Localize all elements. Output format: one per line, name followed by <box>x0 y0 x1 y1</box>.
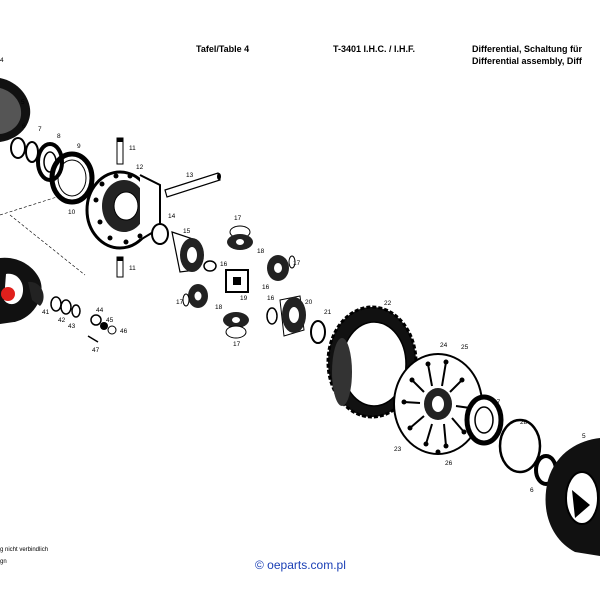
spider-gear-left <box>188 284 208 308</box>
cross-shaft-13 <box>164 172 221 198</box>
callout-46: 46 <box>120 328 128 335</box>
ring-gear-22 <box>326 305 418 419</box>
callout-21: 21 <box>324 309 332 316</box>
callout-16b: 16 <box>262 284 270 291</box>
footer-note-2: gn <box>0 559 7 565</box>
side-gear-20 <box>279 295 306 337</box>
callout-28: 28 <box>520 419 528 426</box>
callout-16c: 16 <box>267 295 275 302</box>
bearing-27 <box>464 394 504 446</box>
title-german: Differential, Schaltung für <box>472 44 583 54</box>
callout-15: 15 <box>183 228 191 235</box>
callout-14: 14 <box>168 213 176 220</box>
callout-17a: 17 <box>234 215 242 222</box>
callout-4: 4 <box>0 57 4 64</box>
callout-13: 13 <box>186 172 194 179</box>
washer-17-right <box>288 255 296 269</box>
callout-44: 44 <box>96 307 104 314</box>
footer-note-1: g nicht verbindlich <box>0 547 49 553</box>
callout-42: 42 <box>58 317 66 324</box>
callout-11-bottom: 11 <box>129 265 136 272</box>
washer-16-bottom <box>266 307 278 325</box>
callout-16a: 16 <box>220 261 228 268</box>
ring-6 <box>10 137 26 159</box>
callout-6-right: 6 <box>530 487 534 494</box>
ring-28 <box>498 418 542 474</box>
model-number: T-3401 I.H.C. / I.H.F. <box>333 44 416 54</box>
callout-41: 41 <box>42 309 50 316</box>
spider-gear-bottom <box>223 312 249 339</box>
callout-10: 10 <box>68 209 76 216</box>
callout-9: 9 <box>77 143 81 150</box>
callout-17d: 17 <box>233 341 241 348</box>
callout-labels: 4 5 6 7 8 9 10 11 12 13 14 15 16 17 18 1… <box>0 57 586 494</box>
callout-5-right: 5 <box>582 433 586 440</box>
spider-gear-top <box>227 225 253 250</box>
callout-26: 26 <box>445 460 453 467</box>
housing-left-part <box>0 78 31 142</box>
callout-8: 8 <box>57 133 61 140</box>
shift-fork-assembly <box>0 257 44 324</box>
callout-43: 43 <box>68 323 76 330</box>
callout-27: 27 <box>493 399 501 406</box>
side-gear-15 <box>171 231 204 273</box>
ring-21 <box>310 320 326 344</box>
highlight-marker <box>1 287 15 301</box>
small-parts <box>50 296 117 343</box>
callout-20: 20 <box>305 299 313 306</box>
callout-6: 6 <box>22 123 26 130</box>
callout-7: 7 <box>38 126 42 133</box>
callout-47: 47 <box>92 347 100 354</box>
callout-23: 23 <box>394 446 402 453</box>
housing-right-part <box>545 438 600 556</box>
callout-24: 24 <box>440 342 448 349</box>
callout-12: 12 <box>136 164 144 171</box>
callout-18b: 18 <box>215 304 223 311</box>
ring-9 <box>49 151 95 205</box>
title-english: Differential assembly, Diff <box>472 56 582 66</box>
callout-5: 5 <box>21 99 25 106</box>
callout-11-top: 11 <box>129 145 136 152</box>
callout-25: 25 <box>461 344 469 351</box>
watermark-link[interactable]: © oeparts.com.pl <box>255 558 346 572</box>
washer-14 <box>151 223 169 245</box>
callout-18a: 18 <box>257 248 265 255</box>
spider-gear-right <box>267 255 289 281</box>
washer-16-top <box>203 260 217 272</box>
callout-19: 19 <box>240 295 248 302</box>
differential-case-12 <box>85 170 161 250</box>
callout-17b: 17 <box>293 260 301 267</box>
spider-block-19 <box>225 269 249 293</box>
callout-22: 22 <box>384 300 392 307</box>
callout-17c: 17 <box>176 299 184 306</box>
callout-45: 45 <box>106 317 114 324</box>
washer-17-left <box>182 293 190 307</box>
table-number: Tafel/Table 4 <box>196 44 250 54</box>
